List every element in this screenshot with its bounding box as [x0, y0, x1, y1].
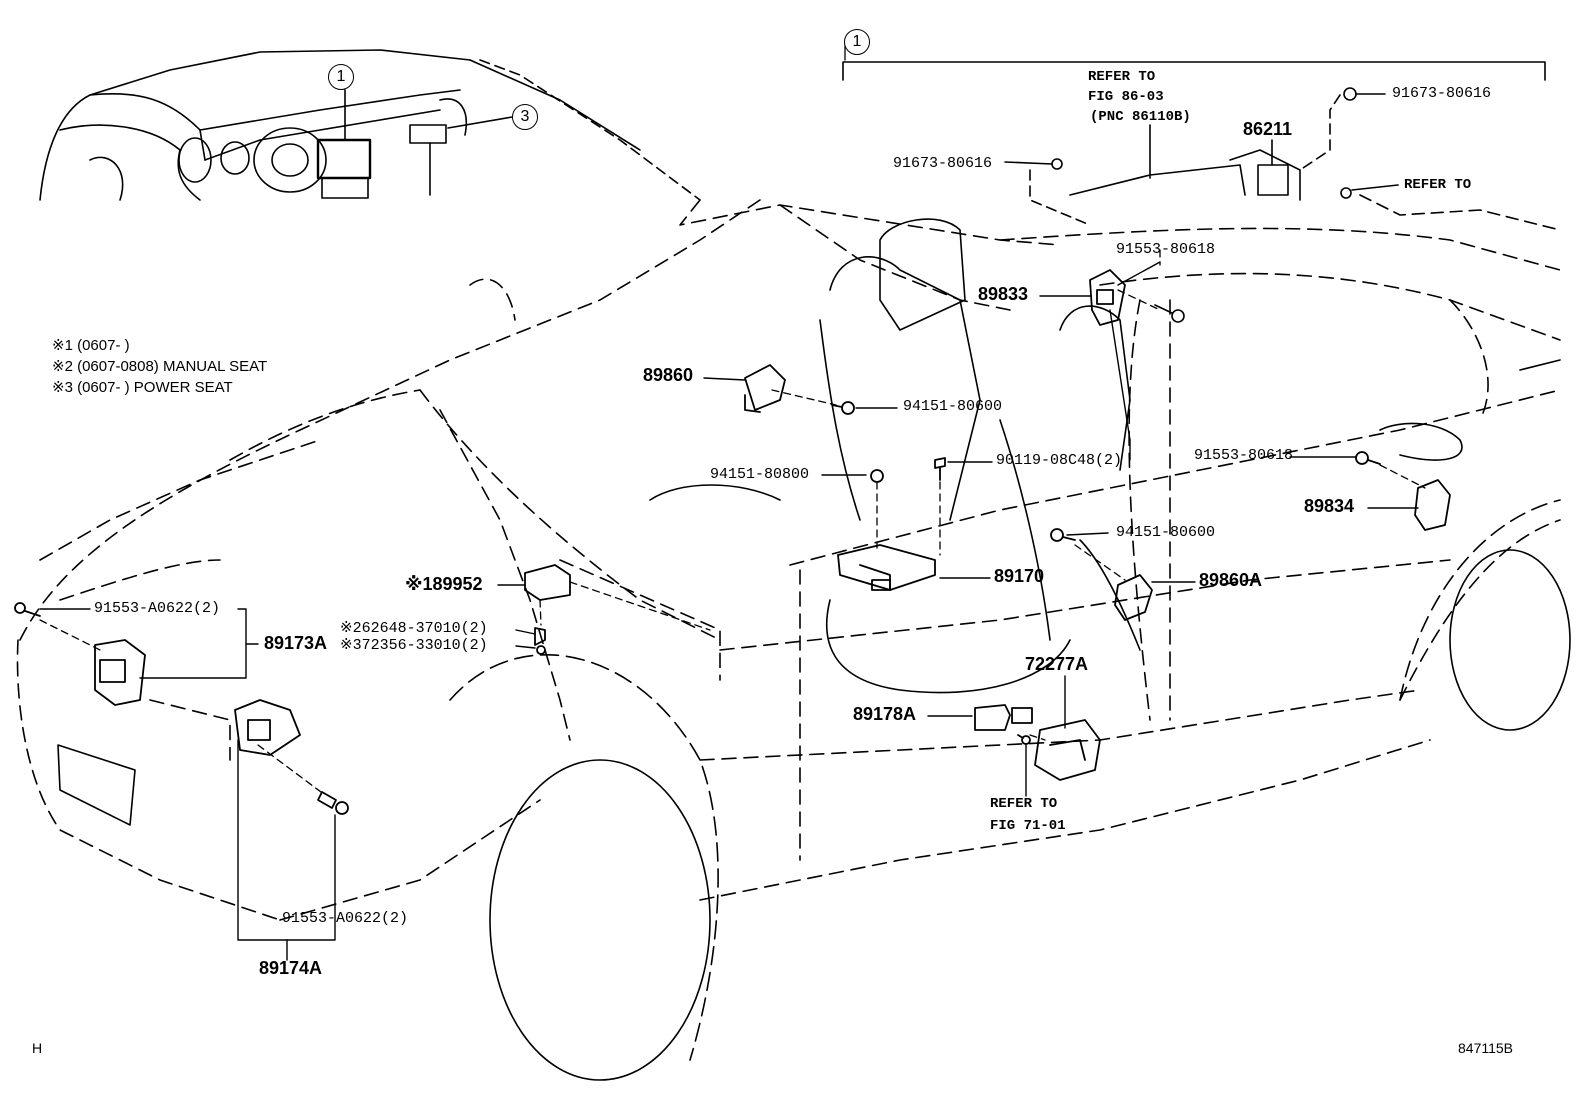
inset-callout-1: 1 [328, 64, 354, 90]
part-89834: 89834 [1304, 496, 1355, 516]
assembly-dash-lines [39, 249, 1426, 796]
part-89860A: 89860A [1199, 570, 1263, 590]
part-94151-80600-right: 94151-80600 [1116, 524, 1216, 541]
part-72356-33010: ※372356-33010(2) [340, 637, 488, 654]
refer-right: REFER TO [1404, 177, 1472, 193]
part-91553-80618-right: 91553-80618 [1194, 447, 1294, 464]
kit-bracket [842, 61, 1561, 231]
part-94151-80600-top: 94151-80600 [903, 398, 1003, 415]
part-89174A: 89174A [259, 958, 323, 978]
corner-code-left: H [32, 1040, 43, 1056]
part-89952: ※189952 [405, 574, 483, 594]
part-89173A: 89173A [264, 633, 328, 653]
illustration-number: 847115B [1458, 1040, 1514, 1056]
refer-bottom-line2: FIG 71-01 [990, 818, 1066, 834]
leader-lines [39, 261, 1419, 961]
part-86211: 86211 [1243, 119, 1293, 139]
part-91553-80618-top: 91553-80618 [1116, 241, 1216, 258]
part-89178A: 89178A [853, 704, 917, 724]
car-solid-features [57, 218, 1571, 1081]
part-91673-80616-top: 91673-80616 [1392, 85, 1492, 102]
part-72277A: 72277A [1025, 654, 1089, 674]
part-91553-A0622-top: 91553-A0622(2) [94, 600, 221, 617]
car-body [16, 199, 1561, 921]
part-91673-80616-left: 91673-80616 [893, 155, 993, 172]
refer-top-line2: FIG 86-03 [1088, 89, 1164, 105]
note-2: ※2 (0607-0808) MANUAL SEAT [52, 358, 268, 375]
bolt-91553-80618 [1154, 304, 1185, 323]
part-62648-37010: ※262648-37010(2) [340, 620, 488, 637]
refer-top-line1: REFER TO [1088, 69, 1156, 85]
refer-bottom-line1: REFER TO [990, 796, 1058, 812]
part-91553-A0622-bottom: 91553-A0622(2) [282, 910, 409, 927]
components [14, 269, 1451, 815]
kit-callout-1: 1 [844, 29, 870, 55]
inset-callout-3: 3 [512, 104, 538, 130]
part-89170: 89170 [994, 566, 1045, 586]
part-89860: 89860 [643, 365, 694, 385]
note-1: ※1 (0607- ) [52, 337, 130, 354]
part-90119-08C48: 90119-08C48(2) [996, 452, 1123, 469]
note-3: ※3 (0607- ) POWER SEAT [52, 379, 233, 396]
part-89833: 89833 [978, 284, 1029, 304]
dashboard-inset [39, 49, 701, 201]
refer-top-line3: (PNC 86110B) [1090, 109, 1191, 125]
part-94151-80800: 94151-80800 [710, 466, 810, 483]
